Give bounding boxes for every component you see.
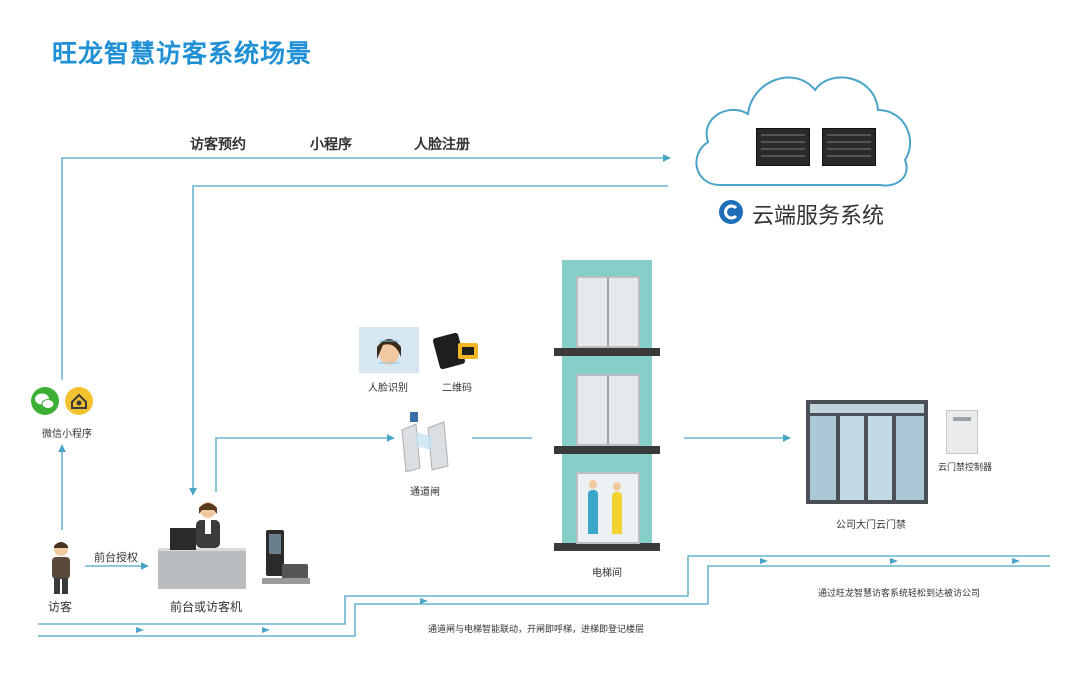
mini-program-icon [65, 387, 93, 415]
bottom-flow-line-2 [38, 565, 1050, 637]
flow-arrow [760, 558, 768, 564]
cloud-service-label: 云端服务系统 [752, 204, 885, 229]
cloud-icon [695, 76, 912, 187]
front-desk-counter [158, 548, 246, 589]
caption-linkage: 通道闸与电梯智能联动，开闸即呼梯，进梯即登记楼层 [428, 625, 645, 635]
page-title: 旺龙智慧访客系统场景 [52, 39, 313, 68]
wechat-mini-program-label: 微信小程序 [42, 429, 92, 440]
qr-scanner-icon [430, 327, 484, 373]
label-visitor-appointment: 访客预约 [190, 137, 246, 153]
qr-code-label: 二维码 [442, 383, 472, 394]
turnstile-gate-icon [401, 412, 449, 472]
label-face-register: 人脸注册 [414, 137, 470, 153]
elevator-door-icon [576, 276, 640, 348]
server-icon [822, 128, 876, 166]
wechat-to-cloud-line [61, 154, 671, 380]
elevator-label: 电梯间 [592, 568, 622, 579]
controller-label: 云门禁控制器 [938, 463, 993, 473]
elevator-building [554, 260, 660, 552]
visitor-person-icon [52, 542, 70, 594]
flow-arrow [136, 627, 144, 633]
brand-logo-icon [719, 200, 743, 224]
monitor-icon [170, 528, 196, 550]
cloud-to-frontdesk-line [189, 185, 668, 496]
front-desk-label: 前台或访客机 [170, 600, 243, 614]
frontdesk-to-gate-line [215, 434, 395, 492]
company-glass-door [806, 400, 928, 504]
wechat-icon [31, 387, 59, 415]
gate-label: 通道闸 [410, 487, 440, 498]
visitor-label: 访客 [48, 600, 73, 614]
bottom-flow-line-1 [38, 555, 1050, 625]
face-recognition-icon [359, 327, 419, 373]
face-recognition-label: 人脸识别 [368, 383, 408, 394]
company-door-label: 公司大门云门禁 [836, 520, 906, 531]
receptionist-icon [196, 502, 220, 548]
flow-arrow [420, 598, 428, 604]
visitor-kiosk-icon [262, 530, 310, 584]
flow-arrow [890, 558, 898, 564]
front-desk-auth-label: 前台授权 [94, 551, 138, 564]
elevator-door-icon [576, 374, 640, 446]
server-icon [756, 128, 810, 166]
flow-arrow [262, 627, 270, 633]
elevator-cabin-open [576, 472, 640, 544]
flow-arrow [1012, 558, 1020, 564]
label-mini-program: 小程序 [310, 137, 352, 153]
caption-arrival: 通过旺龙智慧访客系统轻松到达被访公司 [818, 589, 981, 599]
door-controller-icon [946, 410, 978, 454]
